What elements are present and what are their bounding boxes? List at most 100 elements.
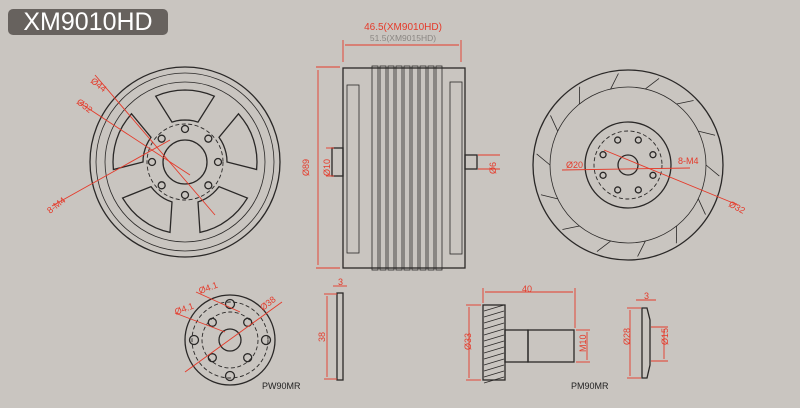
bolt-hole: [599, 151, 607, 159]
pw-hole: [207, 353, 217, 363]
hub: [331, 147, 344, 177]
spoke-window: [197, 185, 249, 234]
rim-slot: [645, 78, 660, 90]
line-art: [346, 84, 360, 254]
rim-slot: [550, 115, 559, 132]
pw90mr-name: PW90MR: [262, 381, 301, 391]
length-primary-label: 46.5(XM9010HD): [364, 22, 442, 33]
rear-outer-rim: [532, 69, 724, 261]
model-title: XM9010HD: [8, 9, 168, 35]
pw-hole-dia-1-label: Ø4.1: [197, 280, 219, 296]
bolt-hole: [157, 134, 166, 143]
bolt-hole: [180, 124, 190, 134]
pm90mr-name: PM90MR: [571, 381, 609, 391]
rim-slot: [697, 198, 706, 215]
pm-washer-thickness-label: 3: [644, 291, 649, 301]
rim-slot: [536, 153, 551, 166]
line-art: [95, 72, 275, 252]
rear-bore: [617, 154, 639, 176]
bolt-hole: [634, 136, 642, 144]
rim-slot: [562, 225, 580, 230]
cooling-fin: [427, 65, 435, 271]
spoke-window: [154, 89, 216, 123]
center-bore: [162, 139, 208, 185]
drawing-geometry: [51, 40, 739, 386]
rim-slot: [540, 194, 558, 200]
hatch: [483, 364, 505, 372]
rim-slot: [637, 240, 646, 257]
shaft-dia-label: Ø6: [488, 162, 498, 174]
hub-dia-label: Ø10: [322, 159, 332, 176]
shaft: [464, 154, 478, 170]
pw-thickness-label: 3: [338, 277, 343, 287]
pw-hole: [207, 317, 217, 327]
cooling-fin: [435, 65, 443, 271]
pm-thread-shaft: [527, 329, 575, 363]
spoke-window: [218, 112, 258, 171]
hatch: [483, 316, 505, 324]
hatch: [483, 352, 505, 360]
pm-washer-profile: [641, 307, 651, 379]
bolt-hole: [599, 171, 607, 179]
line-art: [94, 74, 216, 216]
rear-threads-label: 8-M4: [678, 156, 699, 166]
front-threads-label: 8-M4: [45, 195, 67, 216]
line-art: [593, 130, 663, 200]
pw-hole: [260, 334, 272, 346]
rim-slot: [596, 240, 611, 252]
pm-length-label: 40: [522, 284, 532, 294]
bolt-hole: [204, 181, 213, 190]
line-art: [201, 311, 259, 369]
bolt-hole: [614, 186, 622, 194]
line-art: [191, 301, 269, 379]
pw-side-profile: [336, 292, 344, 381]
front-outer-rim: [89, 66, 281, 258]
rim-slot: [705, 164, 720, 177]
pw-outer-dia-label: Ø38: [258, 294, 278, 312]
cooling-fin: [379, 65, 387, 271]
bolt-hole: [634, 186, 642, 194]
rim-slot: [698, 130, 716, 136]
line-art: [79, 102, 191, 176]
bolt-hole: [147, 157, 157, 167]
bolt-hole: [204, 134, 213, 143]
hatch: [483, 310, 505, 318]
hatch: [483, 322, 505, 330]
front-bolt-circle-label: Ø32: [75, 97, 95, 115]
bolt-circle: [146, 123, 224, 201]
line-art: [449, 81, 463, 255]
hatch: [483, 376, 505, 384]
bolt-hole: [180, 190, 190, 200]
line-art: [184, 301, 283, 373]
hatch: [483, 334, 505, 342]
pm-washer-dia-label: Ø28: [622, 328, 632, 345]
body-dia-label: Ø89: [301, 159, 311, 176]
line-art: [561, 167, 691, 171]
pm-thread-label: M10: [578, 334, 588, 352]
bolt-hole: [157, 181, 166, 190]
pw-plate-outer: [184, 294, 276, 386]
pw-hole: [188, 334, 200, 346]
hatch: [483, 358, 505, 366]
hatch: [483, 340, 505, 348]
pm-flange-dia-label: Ø33: [463, 333, 473, 350]
rear-hub-plate: [584, 121, 672, 209]
spoke-window: [121, 185, 173, 234]
pw-hole-dia-2-label: Ø4.1: [173, 301, 195, 317]
bolt-hole: [649, 171, 657, 179]
pm-washer-inner-label: Ø15: [660, 328, 670, 345]
hatch: [483, 346, 505, 354]
pw-height-label: 38: [317, 332, 327, 342]
cooling-fin: [419, 65, 427, 271]
pw-hole: [224, 298, 236, 310]
cooling-fin: [395, 65, 403, 271]
pw-hole: [243, 353, 253, 363]
rim-slot: [610, 73, 619, 90]
rear-bolt-circle-label: Ø32: [727, 199, 747, 216]
line-art: [104, 81, 266, 243]
hatch: [483, 328, 505, 336]
cooling-fin: [387, 65, 395, 271]
front-outer-dia-label: Ø44: [89, 76, 109, 94]
pm-hub: [504, 329, 529, 363]
